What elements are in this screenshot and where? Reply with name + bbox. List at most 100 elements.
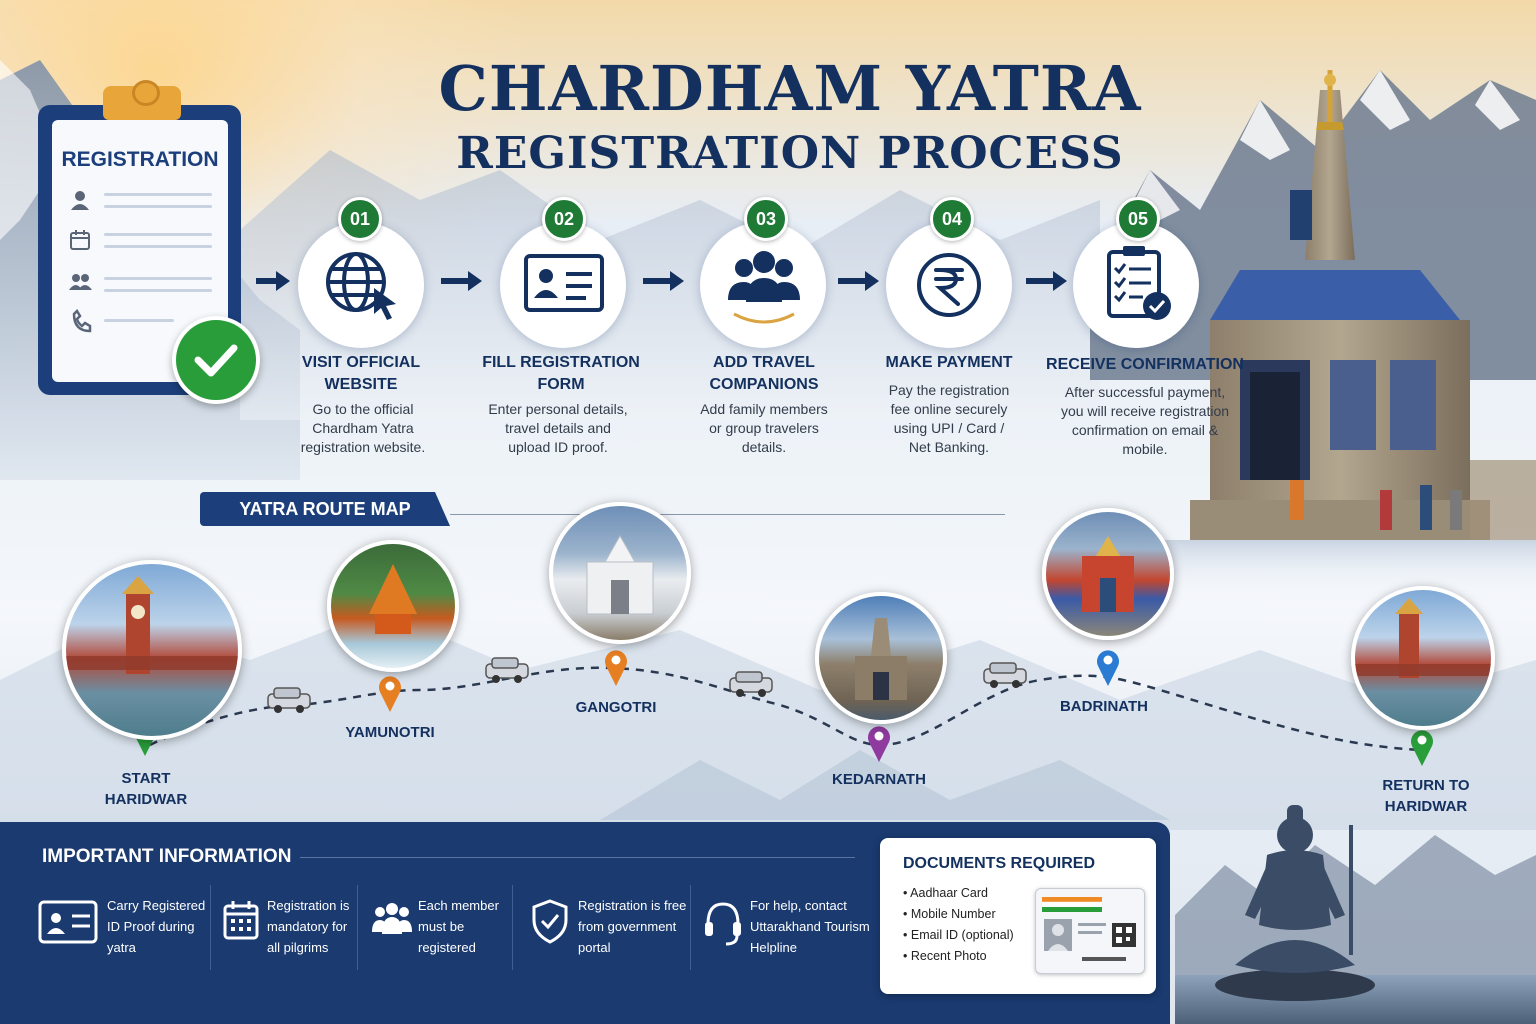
group-icon xyxy=(69,274,92,290)
step-2-number: 02 xyxy=(542,197,586,241)
clipboard-line xyxy=(104,193,212,196)
place-label-yamunotri: YAMUNOTRI xyxy=(345,724,435,741)
step-5-circle xyxy=(1073,222,1199,348)
shield-check-icon xyxy=(532,899,568,944)
haridwar-photo xyxy=(62,560,242,740)
temple-icon xyxy=(369,564,417,634)
step-1-number: 01 xyxy=(338,197,382,241)
route-map-heading: YATRA ROUTE MAP xyxy=(200,492,450,526)
step-5-number: 05 xyxy=(1116,197,1160,241)
gangotri-photo xyxy=(549,502,691,644)
place-label-kedarnath: KEDARNATH xyxy=(832,771,926,788)
map-pin-icon xyxy=(868,726,890,762)
temple-icon xyxy=(855,618,907,700)
clipboard-line xyxy=(104,277,212,280)
yamunotri-photo xyxy=(327,540,459,672)
id-card-illustration-icon xyxy=(1041,897,1136,961)
route-path xyxy=(134,650,1433,766)
group-icon xyxy=(728,251,800,324)
document-item: • Aadhaar Card xyxy=(903,886,988,900)
step-5-desc: After successful payment,you will receiv… xyxy=(1060,384,1230,457)
arrow-right-icon xyxy=(441,271,482,291)
aadhaar-card-illustration xyxy=(1035,888,1145,974)
temple-icon xyxy=(1082,536,1134,612)
step-2-circle xyxy=(500,222,626,348)
map-pin-icon xyxy=(1411,730,1433,766)
document-item: • Mobile Number xyxy=(903,907,996,921)
document-item: • Email ID (optional) xyxy=(903,928,1014,942)
info-separator xyxy=(357,885,358,970)
car-icon xyxy=(729,671,773,697)
place-label-gangotri: GANGOTRI xyxy=(575,699,657,716)
clipboard-line xyxy=(104,289,212,292)
clipboard-line xyxy=(104,205,212,208)
calendar-icon xyxy=(70,230,90,250)
documents-heading: DOCUMENTS REQUIRED xyxy=(903,855,1096,872)
clipboard-line xyxy=(104,245,212,248)
important-info-heading: IMPORTANT INFORMATION xyxy=(42,846,292,867)
checkmark-icon xyxy=(194,344,238,377)
car-icon xyxy=(485,657,529,683)
person-icon xyxy=(71,191,89,210)
info-separator xyxy=(512,885,513,970)
step-4-circle xyxy=(886,222,1012,348)
map-pin-icon xyxy=(379,676,401,712)
kedarnath-photo xyxy=(815,592,947,724)
kedarnath-temple-illustration xyxy=(1090,70,1536,590)
step-3-circle xyxy=(700,222,826,348)
phone-icon xyxy=(72,308,92,333)
temple-icon xyxy=(586,534,654,615)
page-title: CHARDHAM YATRA xyxy=(438,52,1142,125)
clock-tower-icon xyxy=(1355,598,1491,678)
document-item: • Recent Photo xyxy=(903,949,987,963)
clipboard-clip-hole xyxy=(132,80,160,106)
arrow-right-icon xyxy=(1026,271,1067,291)
page-subtitle: REGISTRATION PROCESS xyxy=(456,128,1124,179)
info-separator xyxy=(210,885,211,970)
step-2-desc: Enter personal details,travel details an… xyxy=(488,401,628,455)
step-arrows xyxy=(256,271,1067,291)
clipboard-title: REGISTRATION xyxy=(61,148,219,171)
arrow-right-icon xyxy=(643,271,684,291)
rupee-icon xyxy=(917,253,981,317)
globe-cursor-icon xyxy=(326,252,396,320)
route-map-rule xyxy=(450,514,1005,515)
map-pin-icon xyxy=(605,650,627,686)
arrow-right-icon xyxy=(256,271,290,291)
car-icon xyxy=(267,687,311,713)
step-4-title: MAKE PAYMENT xyxy=(885,354,1013,371)
headset-icon xyxy=(705,902,741,946)
id-card-icon xyxy=(38,900,98,944)
clipboard-icons xyxy=(69,191,92,333)
checklist-icon xyxy=(1107,246,1171,320)
clock-tower-icon xyxy=(66,576,238,674)
important-info-rule xyxy=(300,857,855,858)
return-haridwar-photo xyxy=(1351,586,1495,730)
id-card-icon xyxy=(524,254,604,312)
map-pin-icon xyxy=(1097,650,1119,686)
step-5-title: RECEIVE CONFIRMATION xyxy=(1046,356,1244,373)
step-4-number: 04 xyxy=(930,197,974,241)
step-3-number: 03 xyxy=(744,197,788,241)
car-icon xyxy=(983,662,1027,688)
group-icon xyxy=(372,903,412,934)
badrinath-photo xyxy=(1042,508,1174,640)
clipboard-line xyxy=(104,319,174,322)
shiva-statue-illustration xyxy=(1175,805,1536,1024)
step-1-circle xyxy=(298,222,424,348)
clipboard-line xyxy=(104,233,212,236)
calendar-icon xyxy=(223,901,259,940)
